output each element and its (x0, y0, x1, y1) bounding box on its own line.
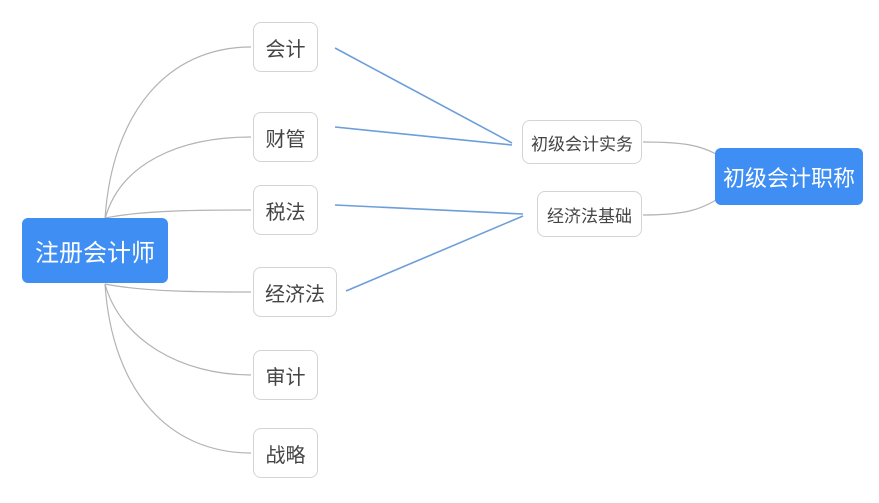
node-label: 审计 (265, 366, 306, 389)
edge-root-caiguan (104, 136, 252, 220)
edge-root-shenji (104, 283, 252, 376)
node-label: 初级会计实务 (531, 134, 633, 154)
node-subject-caiguan[interactable]: 财管 (253, 112, 318, 162)
node-label: 财管 (265, 128, 306, 151)
node-subject-chuji-kuaiji-shiwu[interactable]: 初级会计实务 (522, 120, 642, 164)
edge-kuaiji-chujishiwu (334, 47, 513, 144)
node-subject-shenji[interactable]: 审计 (253, 350, 318, 400)
edge-jingjifa-jjfjichu (345, 215, 524, 292)
node-label: 战略 (265, 444, 306, 467)
node-label: 经济法 (265, 283, 325, 306)
edge-root-kuaiji (104, 46, 252, 220)
node-label: 经济法基础 (547, 206, 632, 226)
node-label: 初级会计职称 (722, 165, 855, 191)
edge-jjfjichu-juniorroot (642, 199, 717, 216)
node-label: 税法 (265, 201, 306, 224)
edge-caiguan-chujishiwu (334, 126, 513, 146)
node-subject-zhanlve[interactable]: 战略 (253, 428, 318, 478)
edge-chujishiwu-juniorroot (642, 141, 717, 155)
edge-root-jingjifa (104, 283, 252, 293)
node-label: 注册会计师 (35, 240, 155, 267)
edge-root-zhanlve (104, 283, 252, 454)
node-subject-jingjifa-jichu[interactable]: 经济法基础 (537, 191, 642, 237)
node-junior-accounting-root[interactable]: 初级会计职称 (715, 148, 863, 205)
node-subject-kuaiji[interactable]: 会计 (253, 22, 318, 72)
node-subject-shuifa[interactable]: 税法 (253, 185, 318, 235)
edge-root-shuifa (104, 209, 252, 219)
node-cpa-root[interactable]: 注册会计师 (22, 218, 168, 283)
edge-shuifa-jjfjichu (334, 204, 524, 215)
node-label: 会计 (265, 38, 306, 61)
node-subject-jingjifa[interactable]: 经济法 (253, 267, 337, 317)
